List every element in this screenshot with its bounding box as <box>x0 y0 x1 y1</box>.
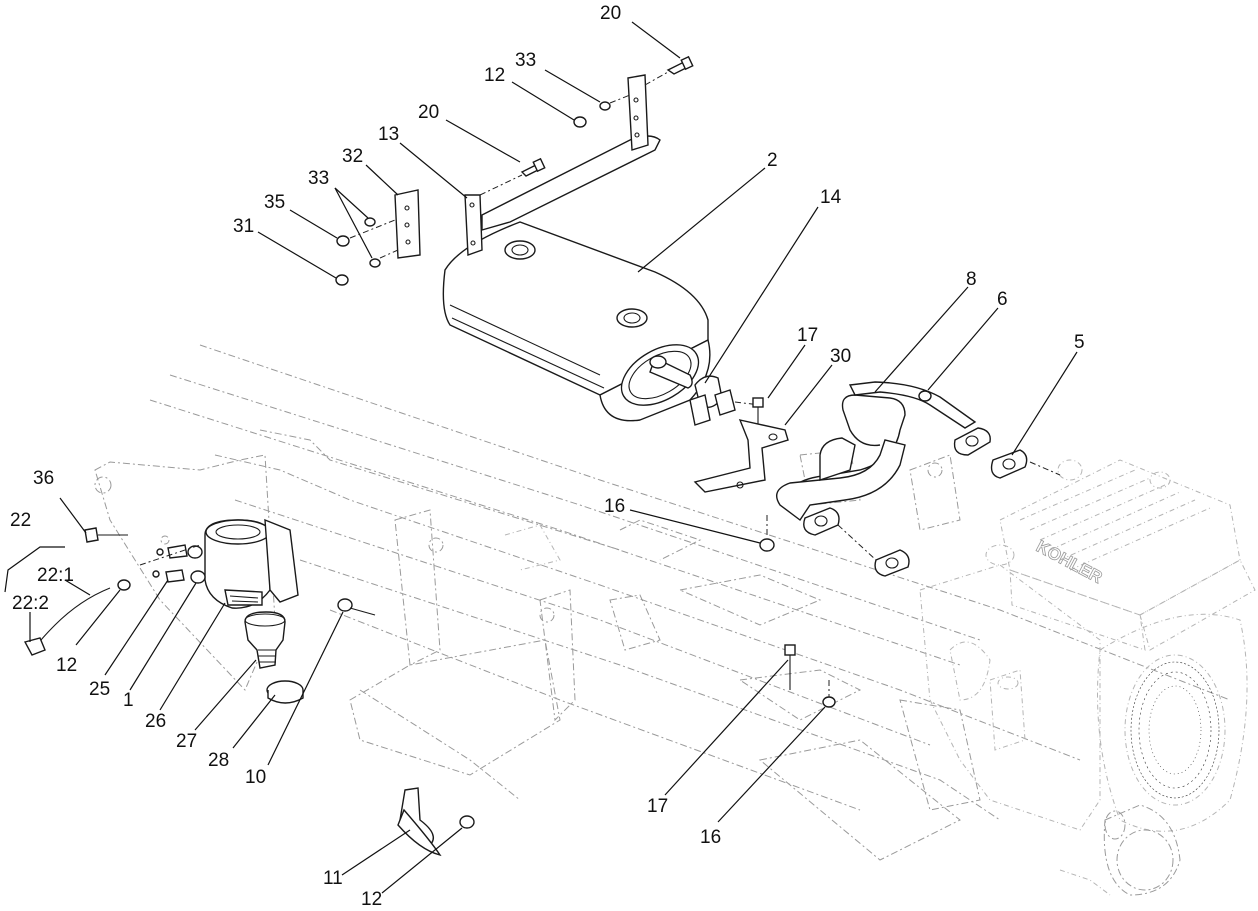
callout-10: 10 <box>245 767 266 788</box>
callout-22-1: 22:1 <box>37 565 74 586</box>
callout-12-top: 12 <box>484 65 505 86</box>
callout-13: 13 <box>378 124 399 145</box>
exhaust-pipe-part-8 <box>776 381 977 522</box>
callout-20-middle: 20 <box>418 102 439 123</box>
callout-36: 36 <box>33 468 54 489</box>
engine-phantom: KOHLER <box>919 459 1256 896</box>
callout-33-top: 33 <box>515 50 536 71</box>
plate-part-32 <box>394 189 421 259</box>
callout-8: 8 <box>966 269 977 290</box>
sensor-cable-part-22 <box>23 527 131 656</box>
callout-26: 26 <box>145 711 166 732</box>
callout-16-upper: 16 <box>604 496 625 517</box>
callout-1: 1 <box>123 690 134 711</box>
callout-30: 30 <box>830 346 851 367</box>
muffler-bracket-part-13 <box>464 74 661 256</box>
callout-5: 5 <box>1074 332 1085 353</box>
leader-lines <box>4 21 1078 894</box>
callout-28: 28 <box>208 750 229 771</box>
callout-17-lower: 17 <box>647 796 668 817</box>
callout-22: 22 <box>10 510 31 531</box>
callout-16-lower: 16 <box>700 827 721 848</box>
callout-12-left: 12 <box>56 655 77 676</box>
callout-6: 6 <box>997 289 1008 310</box>
callout-17-upper: 17 <box>797 325 818 346</box>
air-cleaner-assembly <box>139 518 304 704</box>
callout-14: 14 <box>820 187 842 208</box>
callout-labels: 20 33 12 20 13 32 33 35 31 2 14 8 6 5 17… <box>10 3 1085 910</box>
callout-27: 27 <box>176 731 197 752</box>
hardware-fasteners <box>335 55 1061 857</box>
callout-33-left: 33 <box>308 168 329 189</box>
callout-20-top: 20 <box>600 3 621 24</box>
callout-31: 31 <box>233 216 254 237</box>
callout-22-2: 22:2 <box>12 593 49 614</box>
callout-2: 2 <box>767 150 778 171</box>
callout-35: 35 <box>264 192 285 213</box>
muffler-part-2 <box>442 221 711 422</box>
callout-25: 25 <box>89 679 110 700</box>
frame-phantom <box>94 344 1231 861</box>
callout-12-bottom: 12 <box>361 889 382 910</box>
callout-32: 32 <box>342 146 363 167</box>
callout-11: 11 <box>323 868 343 889</box>
